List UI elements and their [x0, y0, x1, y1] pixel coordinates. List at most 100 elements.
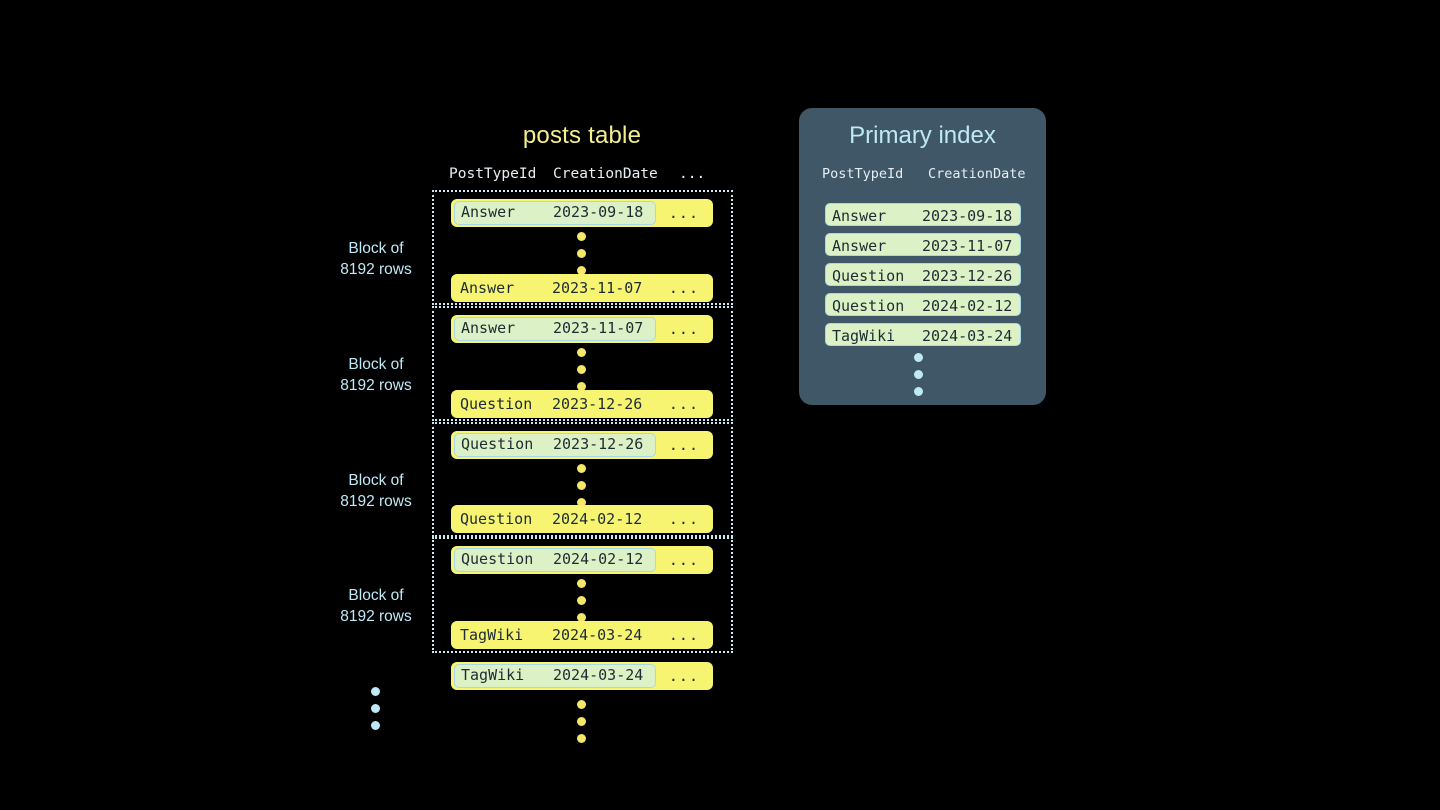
block-2: [432, 306, 733, 421]
table-row: TagWiki 2024-03-24 ...: [451, 621, 713, 649]
row-ellipsis-dots: [577, 464, 586, 515]
cell-posttypeid: TagWiki: [461, 666, 525, 684]
dot: [577, 717, 586, 726]
cell-creationdate: 2024-03-24: [922, 327, 1013, 345]
block-3-label: Block of 8192 rows: [318, 470, 434, 512]
dot: [914, 370, 923, 379]
cell-creationdate: 2023-12-26: [922, 267, 1013, 285]
dot: [577, 734, 586, 743]
blocks-ellipsis-dots: [371, 687, 380, 738]
block-1-label-line1: Block of: [348, 240, 404, 257]
cell-posttypeid: Question: [460, 510, 533, 528]
cell-creationdate: 2024-03-24: [553, 666, 644, 684]
dot: [914, 353, 923, 362]
cell-ellipsis: ...: [668, 436, 699, 454]
cell-ellipsis: ...: [668, 626, 699, 644]
block-3: [432, 422, 733, 537]
index-row: Answer 2023-11-07: [825, 233, 1021, 256]
cell-ellipsis: ...: [668, 667, 699, 685]
cell-posttypeid: Answer: [832, 237, 887, 255]
column-header-posttypeid: PostTypeId: [449, 166, 537, 182]
row-highlight-box: [454, 548, 656, 572]
cell-posttypeid: TagWiki: [832, 327, 896, 345]
block-3-label-line2: 8192 rows: [340, 493, 412, 510]
index-ellipsis-dots: [914, 353, 923, 404]
dot: [577, 266, 586, 275]
cell-creationdate: 2023-12-26: [553, 435, 644, 453]
block-4-label-line1: Block of: [348, 587, 404, 604]
cell-ellipsis: ...: [668, 510, 699, 528]
dot: [577, 481, 586, 490]
row-ellipsis-dots: [577, 348, 586, 399]
block-1-label: Block of 8192 rows: [318, 238, 434, 280]
block-1-label-line2: 8192 rows: [340, 261, 412, 278]
posts-table-column-headers: PostTypeId CreationDate ...: [449, 166, 713, 186]
block-2-label-line1: Block of: [348, 356, 404, 373]
dot: [577, 464, 586, 473]
row-highlight-box: [454, 664, 656, 688]
cell-ellipsis: ...: [668, 551, 699, 569]
table-row: Answer 2023-11-07 ...: [451, 315, 713, 343]
dot: [577, 498, 586, 507]
index-row: TagWiki 2024-03-24: [825, 323, 1021, 346]
cell-posttypeid: Answer: [460, 279, 515, 297]
cell-posttypeid: Question: [461, 435, 534, 453]
table-row: Answer 2023-09-18 ...: [451, 199, 713, 227]
primary-index-panel: Primary index PostTypeId CreationDate An…: [799, 108, 1046, 405]
cell-creationdate: 2023-11-07: [552, 279, 643, 297]
dot: [371, 704, 380, 713]
cell-creationdate: 2023-11-07: [922, 237, 1013, 255]
cell-posttypeid: Question: [832, 267, 905, 285]
cell-posttypeid: Answer: [461, 203, 516, 221]
cell-posttypeid: Question: [460, 395, 533, 413]
cell-creationdate: 2023-09-18: [553, 203, 644, 221]
dot: [577, 700, 586, 709]
row-ellipsis-dots: [577, 232, 586, 283]
table-row: Question 2024-02-12 ...: [451, 505, 713, 533]
column-header-creationdate: CreationDate: [553, 166, 658, 182]
table-row: Question 2024-02-12 ...: [451, 546, 713, 574]
row-highlight-box: [454, 433, 656, 457]
cell-creationdate: 2024-02-12: [922, 297, 1013, 315]
index-row: Question 2024-02-12: [825, 293, 1021, 316]
cell-posttypeid: Answer: [461, 319, 516, 337]
primary-index-column-headers: PostTypeId CreationDate: [822, 166, 1027, 184]
dot: [577, 596, 586, 605]
dot: [577, 579, 586, 588]
posts-table-title: posts table: [522, 122, 642, 149]
cell-creationdate: 2024-02-12: [552, 510, 643, 528]
table-row: Answer 2023-11-07 ...: [451, 274, 713, 302]
row-highlight-box: [454, 317, 656, 341]
cell-posttypeid: Answer: [832, 207, 887, 225]
cell-creationdate: 2024-03-24: [552, 626, 643, 644]
cell-creationdate: 2023-12-26: [552, 395, 643, 413]
cell-posttypeid: TagWiki: [460, 626, 524, 644]
table-ellipsis-dots: [577, 700, 586, 751]
block-4: [432, 537, 733, 653]
cell-creationdate: 2023-09-18: [922, 207, 1013, 225]
dot: [577, 348, 586, 357]
dot: [577, 613, 586, 622]
cell-ellipsis: ...: [668, 204, 699, 222]
block-2-label-line2: 8192 rows: [340, 377, 412, 394]
column-header-creationdate: CreationDate: [928, 166, 1026, 182]
dot: [577, 365, 586, 374]
dot: [577, 249, 586, 258]
column-header-posttypeid: PostTypeId: [822, 166, 904, 182]
block-4-label-line2: 8192 rows: [340, 608, 412, 625]
row-ellipsis-dots: [577, 579, 586, 630]
index-row: Question 2023-12-26: [825, 263, 1021, 286]
table-row: Question 2023-12-26 ...: [451, 431, 713, 459]
cell-ellipsis: ...: [668, 395, 699, 413]
block-2-label: Block of 8192 rows: [318, 354, 434, 396]
dot: [577, 232, 586, 241]
cell-ellipsis: ...: [668, 320, 699, 338]
cell-creationdate: 2023-11-07: [553, 319, 644, 337]
dot: [914, 387, 923, 396]
table-row: Question 2023-12-26 ...: [451, 390, 713, 418]
block-1: [432, 190, 733, 305]
dot: [577, 382, 586, 391]
dot: [371, 687, 380, 696]
cell-posttypeid: Question: [461, 550, 534, 568]
